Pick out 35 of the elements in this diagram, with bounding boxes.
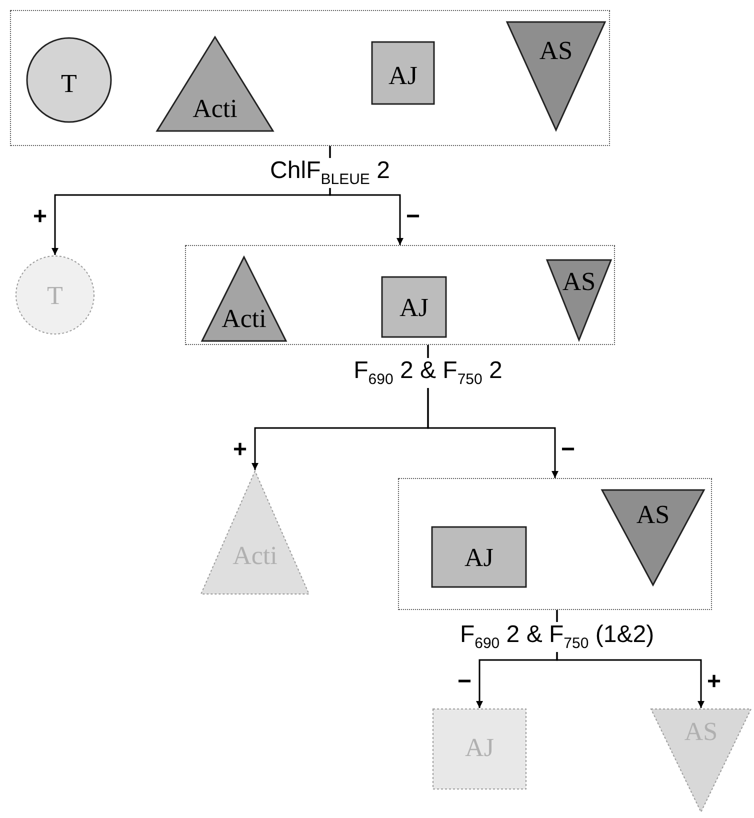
node-label: AS	[561, 268, 597, 295]
edge-label: +	[707, 670, 722, 694]
triangle-node	[201, 256, 287, 342]
node-label: AJ	[464, 735, 495, 762]
node-label: AJ	[464, 544, 494, 571]
group-frame	[10, 10, 610, 146]
node-label: AS	[538, 38, 574, 64]
node-label: AJ	[398, 294, 430, 321]
node-label: T	[46, 283, 64, 309]
inverted-triangle-node	[601, 489, 705, 586]
node-label: AJ	[388, 63, 418, 90]
edge-label: +	[233, 438, 248, 462]
edge-label: −	[458, 670, 472, 694]
triangle-node	[200, 470, 310, 595]
edge-label: +	[33, 205, 48, 229]
node-label: T	[60, 71, 78, 98]
square-node	[381, 276, 447, 338]
square-node	[432, 708, 527, 790]
group-frame	[398, 478, 712, 610]
square-node	[431, 526, 527, 588]
triangle-node	[156, 36, 274, 132]
node-label: Acti	[192, 96, 238, 122]
inverted-triangle-node	[506, 21, 606, 131]
arrow	[427, 345, 558, 478]
node-label: Acti	[220, 306, 268, 332]
inverted-triangle-node	[650, 708, 752, 813]
square-node	[371, 41, 435, 105]
group-frame	[185, 245, 615, 345]
circle-node	[26, 37, 112, 123]
edge-label: −	[406, 205, 420, 229]
arrow	[556, 610, 704, 708]
edge-label: −	[561, 438, 576, 462]
inverted-triangle-node	[546, 259, 612, 341]
circle-node	[15, 255, 95, 335]
node-label: AS	[635, 502, 671, 528]
